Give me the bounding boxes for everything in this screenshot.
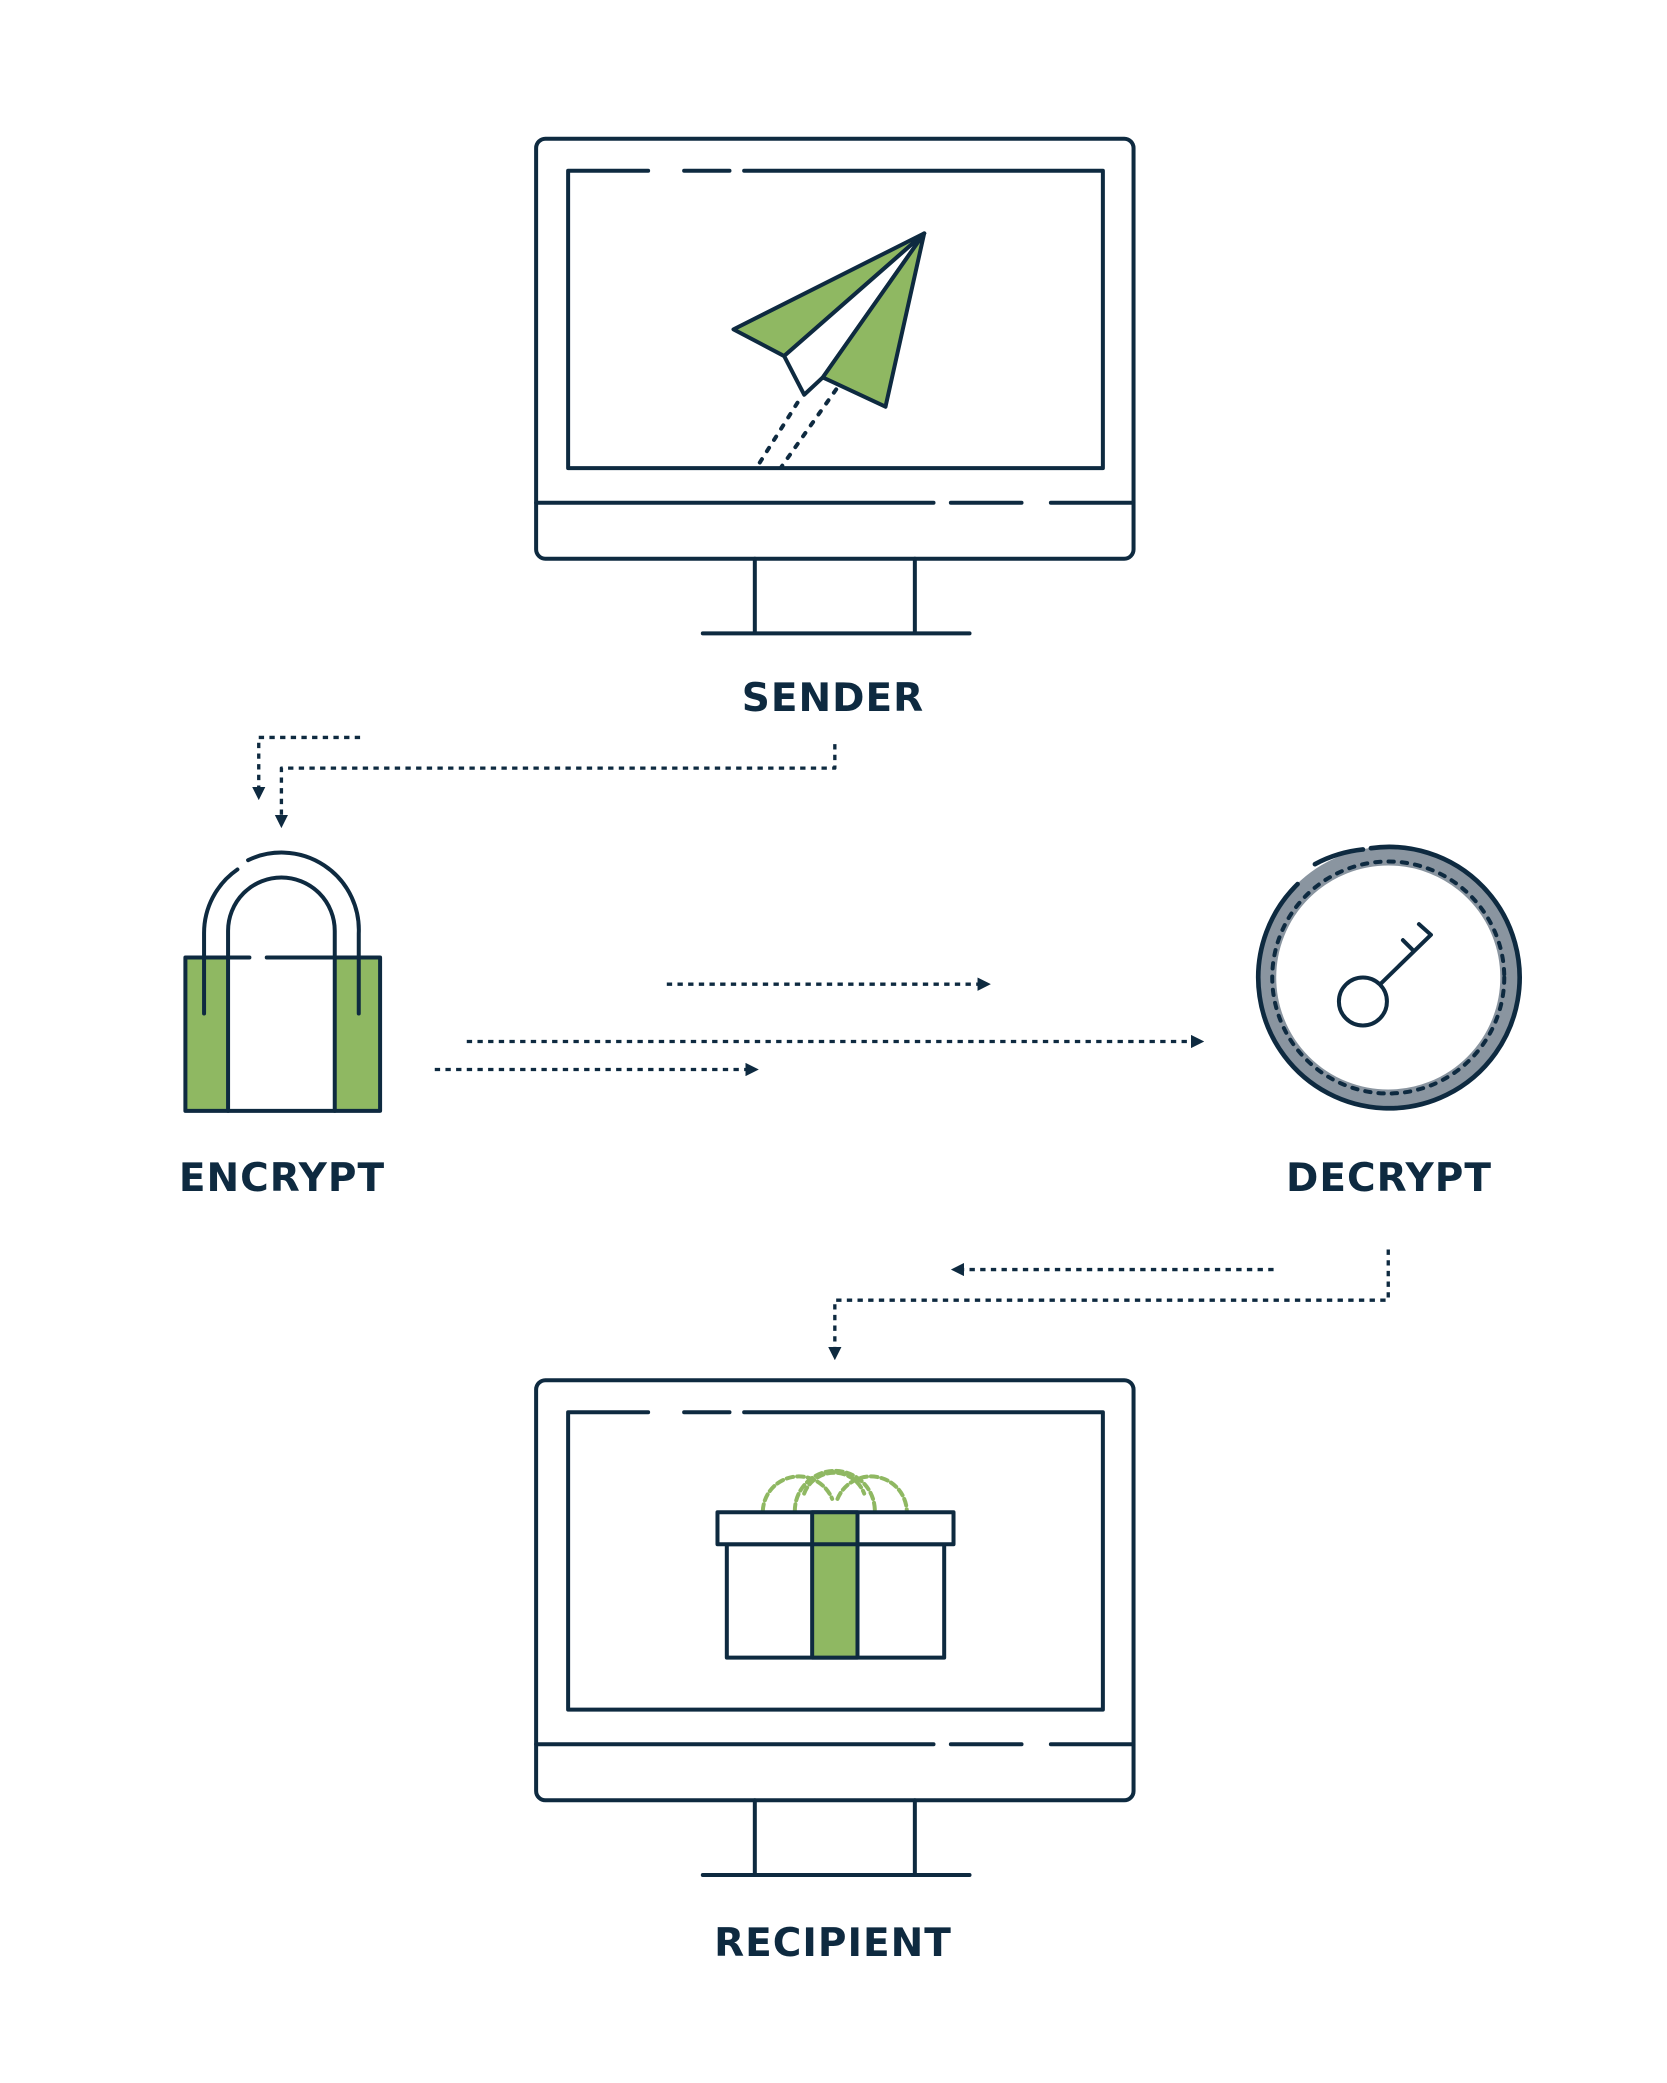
flow-arrow-encrypt-to-decrypt	[434, 977, 1205, 1077]
recipient-label: RECIPIENT	[714, 1921, 952, 1966]
gift-icon	[715, 1468, 956, 1660]
recipient-monitor-icon	[536, 1380, 1133, 1875]
flow-arrow-decrypt-to-recipient	[828, 1249, 1390, 1361]
sender-label: SENDER	[741, 676, 925, 721]
encrypt-label: ENCRYPT	[178, 1156, 386, 1201]
flow-arrow-sender-to-encrypt	[252, 735, 837, 829]
padlock-icon	[183, 850, 383, 1113]
paper-plane-icon	[731, 231, 927, 469]
sender-monitor-icon	[536, 139, 1133, 634]
key-icon	[1255, 844, 1522, 1111]
decrypt-label: DECRYPT	[1286, 1156, 1492, 1201]
